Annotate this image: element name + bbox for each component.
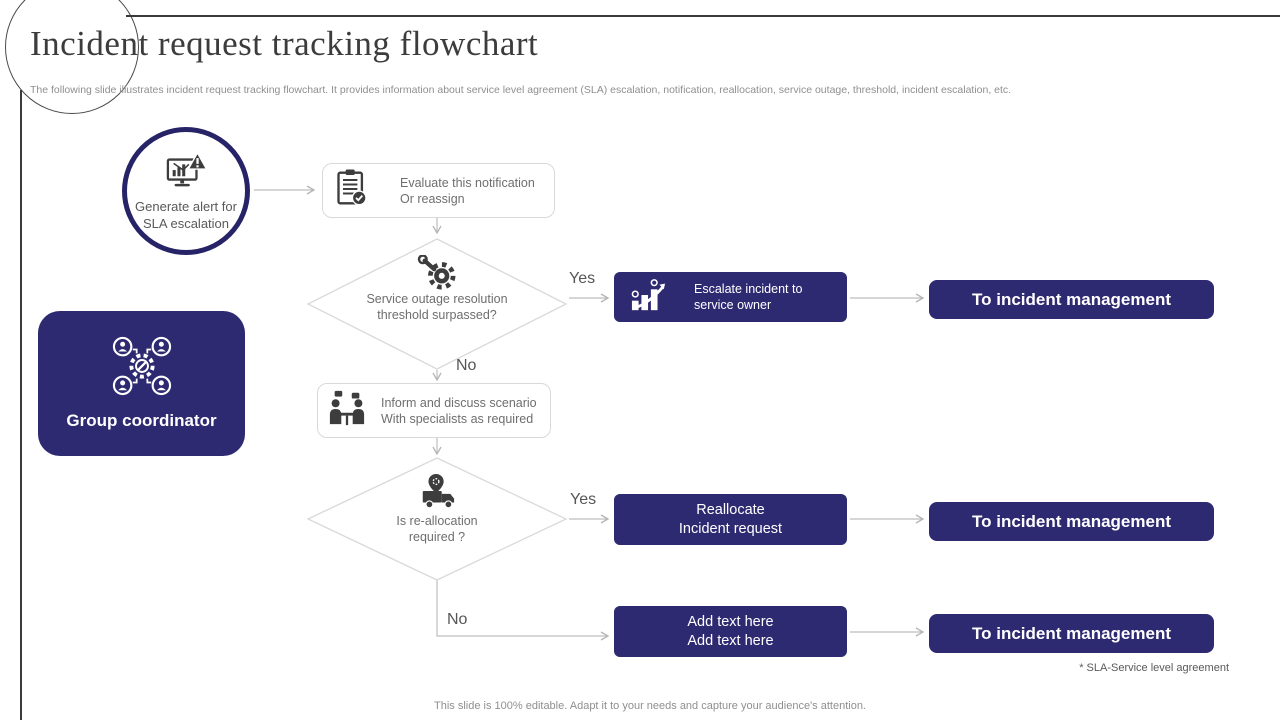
add-text-node: Add text here Add text here: [614, 606, 847, 657]
inform-node-label: Inform and discuss scenario With special…: [381, 395, 537, 426]
branch-label-no-2: No: [447, 611, 468, 628]
start-node: Generate alert for SLA escalation: [122, 127, 250, 255]
top-rule-line: [126, 15, 1280, 17]
gear-wrench-icon: [416, 254, 458, 296]
truck-pin-icon: [413, 473, 461, 516]
escalate-node: Escalate incident to service owner: [614, 272, 847, 322]
slide-subtitle: The following slide illustrates incident…: [30, 84, 1012, 96]
left-rule-line: [20, 90, 22, 720]
growth-people-icon: [628, 277, 670, 318]
group-network-icon: [109, 336, 175, 401]
group-coordinator-label: Group coordinator: [66, 410, 217, 430]
decision2-label: Is re-allocation required ?: [396, 514, 478, 544]
reallocate-node: Reallocate Incident request: [614, 494, 847, 545]
add-text-node-label: Add text here Add text here: [687, 613, 774, 649]
page-title: Incident request tracking flowchart: [30, 24, 539, 63]
branch-label-yes-2: Yes: [570, 491, 597, 508]
discussion-icon: [326, 389, 368, 432]
evaluate-node-label: Evaluate this notification Or reassign: [400, 175, 535, 206]
branch-label-no-1: No: [456, 357, 477, 374]
decision1-label: Service outage resolution threshold surp…: [366, 292, 508, 322]
escalate-node-label: Escalate incident to service owner: [694, 282, 803, 312]
editable-note: This slide is 100% editable. Adapt it to…: [434, 700, 866, 712]
monitor-alert-icon: [163, 151, 209, 196]
branch-label-yes-1: Yes: [569, 270, 596, 287]
inform-node: Inform and discuss scenario With special…: [317, 383, 551, 438]
evaluate-node: Evaluate this notification Or reassign: [322, 163, 555, 218]
clipboard-check-icon: [334, 168, 370, 213]
to-incident-management-node-1: To incident management: [929, 280, 1214, 319]
start-node-label: Generate alert for SLA escalation: [135, 198, 237, 231]
reallocate-node-label: Reallocate Incident request: [678, 501, 783, 537]
group-coordinator-node: Group coordinator: [38, 311, 245, 456]
to-incident-management-node-2: To incident management: [929, 502, 1214, 541]
to-incident-management-node-3: To incident management: [929, 614, 1214, 653]
sla-footnote: * SLA-Service level agreement: [1079, 662, 1229, 674]
